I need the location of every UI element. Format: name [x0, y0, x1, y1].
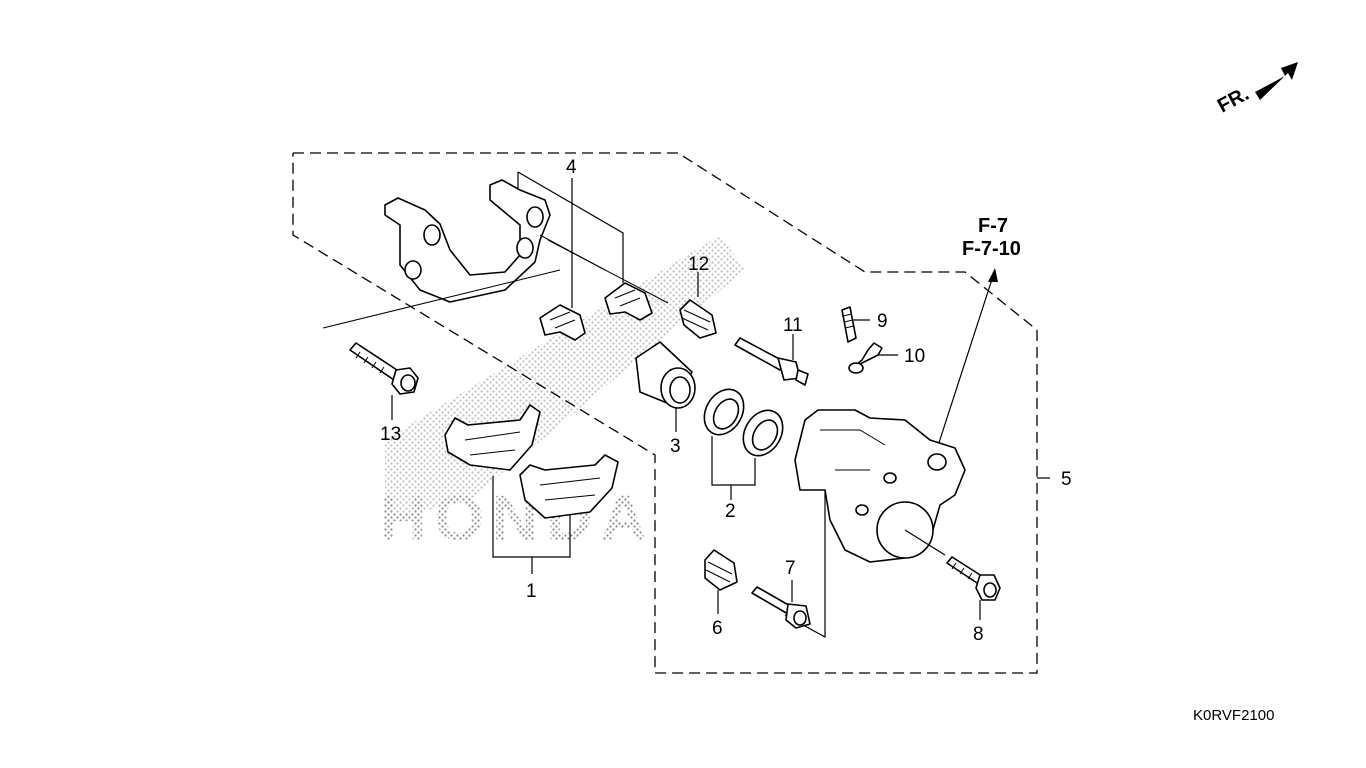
bleeder-cap-10 — [848, 342, 883, 374]
boot-6 — [704, 549, 738, 591]
svg-text:HONDA: HONDA — [380, 482, 655, 554]
svg-text:FR.: FR. — [1214, 83, 1253, 118]
brake-pad-b — [519, 454, 619, 519]
reference-line-1: F-7 — [978, 215, 1008, 237]
callout-13: 13 — [380, 424, 401, 445]
callout-4: 4 — [566, 157, 577, 178]
callout-7: 7 — [785, 558, 796, 579]
pin-11 — [734, 337, 809, 386]
callout-11: 11 — [783, 315, 803, 336]
reference-leader — [934, 269, 996, 456]
caliper-bracket — [384, 179, 551, 303]
brake-pad-a — [444, 404, 541, 471]
callout-12: 12 — [688, 254, 709, 275]
bleeder-valve-9 — [841, 306, 857, 343]
assembly-boundary — [292, 152, 1038, 674]
pad-spring-clip-b — [604, 282, 653, 321]
callout-1: 1 — [526, 581, 537, 602]
pin-7 — [751, 586, 811, 629]
callout-2: 2 — [725, 501, 736, 522]
bolt-13 — [349, 342, 419, 395]
piston-3 — [635, 341, 696, 409]
callout-6: 6 — [712, 618, 723, 639]
piston-seals-2 — [703, 388, 784, 457]
caliper-body — [794, 409, 966, 563]
callout-8: 8 — [973, 624, 984, 645]
callout-10: 10 — [904, 346, 925, 367]
front-arrow-icon: FR. — [1214, 62, 1298, 117]
boot-12 — [679, 299, 717, 339]
drawing-code: K0RVF2100 — [1193, 707, 1274, 724]
callout-3: 3 — [670, 436, 681, 457]
callout-5: 5 — [1061, 469, 1072, 490]
pad-spring-clip-a — [539, 304, 586, 341]
reference-line-2: F-7-10 — [962, 238, 1021, 260]
bolt-8 — [946, 556, 1001, 601]
callout-9: 9 — [877, 311, 888, 332]
